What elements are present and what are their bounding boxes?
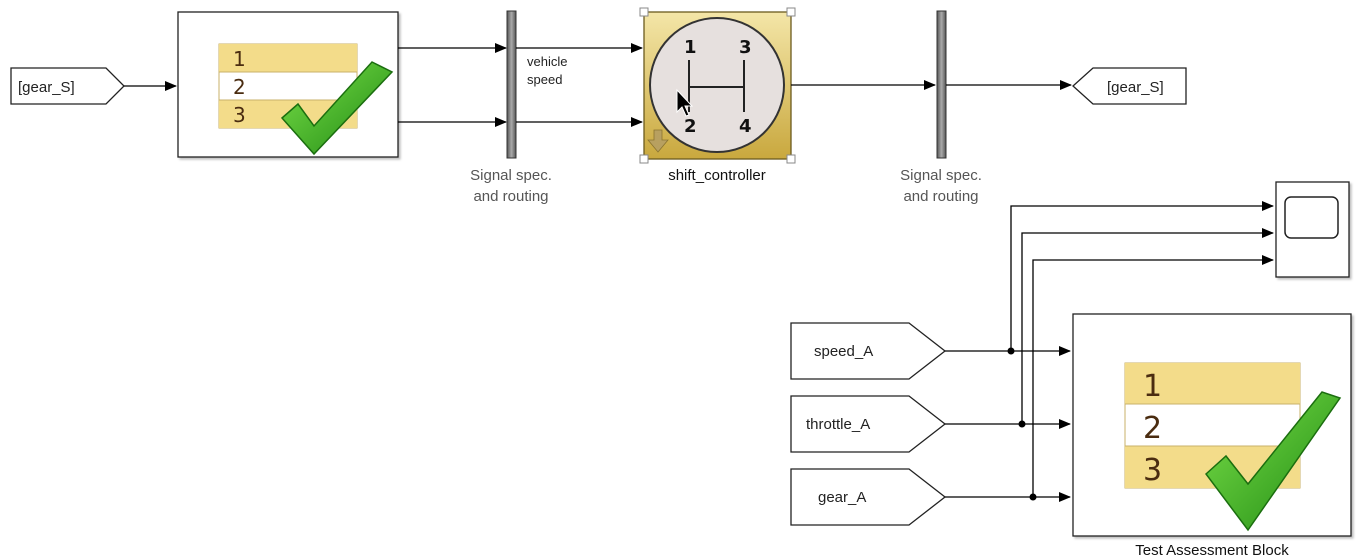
inport-label: gear_A: [818, 489, 866, 506]
shift-controller-block[interactable]: 1 3 2 4: [639, 7, 796, 164]
inport-throttle-a[interactable]: throttle_A: [790, 395, 947, 453]
gear-label: 1: [684, 37, 697, 58]
scope-screen-icon: [1284, 196, 1339, 239]
branch-point: [1018, 420, 1026, 428]
inport-gear-a[interactable]: gear_A: [790, 468, 947, 526]
gear-shift-knob-icon: [649, 17, 785, 153]
branch-point: [1029, 493, 1037, 501]
selection-handle[interactable]: [639, 7, 649, 17]
mouse-cursor-icon: [676, 88, 694, 117]
signal-label-vehicle-speed: speed: [527, 72, 562, 87]
verify-row-1: [219, 44, 357, 72]
test-assessment-block[interactable]: 1 2 3: [1072, 313, 1352, 537]
wire-gear-to-scope: [1032, 255, 1274, 497]
verify-row-label: 3: [233, 103, 246, 127]
signal-spec-routing-left[interactable]: [506, 10, 517, 159]
from-tag-label: [gear_S]: [1107, 79, 1164, 96]
scope-block[interactable]: [1275, 181, 1350, 278]
demux-right-caption: and routing: [903, 188, 978, 205]
verification-block-small[interactable]: 1 2 3: [177, 11, 399, 158]
shift-controller-caption: shift_controller: [668, 167, 766, 184]
verify-row-label: 1: [233, 47, 246, 71]
signal-label-vehicle-speed: vehicle: [527, 54, 567, 69]
demux-left-caption: and routing: [473, 188, 548, 205]
selection-handle[interactable]: [786, 154, 796, 164]
goto-tag-gear-s[interactable]: [gear_S]: [10, 67, 125, 105]
assessment-row-1: [1125, 363, 1300, 404]
gear-label: 2: [684, 116, 697, 137]
goto-tag-label: [gear_S]: [18, 79, 75, 96]
demux-right-caption: Signal spec.: [900, 167, 982, 184]
check-mark-icon: [1204, 391, 1342, 532]
check-mark-icon: [280, 61, 394, 156]
from-tag-gear-s[interactable]: [gear_S]: [1072, 67, 1187, 105]
assessment-row-label: 2: [1143, 411, 1162, 446]
assessment-row-label: 1: [1143, 369, 1162, 404]
down-arrow-icon[interactable]: [647, 129, 669, 153]
gear-label: 4: [739, 116, 752, 137]
wire-throttle-to-scope: [1021, 228, 1274, 424]
signal-spec-routing-right[interactable]: [936, 10, 947, 159]
test-assessment-caption: Test Assessment Block: [1135, 542, 1289, 559]
branch-point: [1007, 347, 1015, 355]
gear-label: 3: [739, 37, 752, 58]
selection-handle[interactable]: [786, 7, 796, 17]
demux-left-caption: Signal spec.: [470, 167, 552, 184]
verify-row-label: 2: [233, 75, 246, 99]
inport-label: speed_A: [814, 343, 873, 360]
inport-speed-a[interactable]: speed_A: [790, 322, 947, 380]
wire-speed-to-scope: [1010, 201, 1274, 351]
inport-label: throttle_A: [806, 416, 870, 433]
assessment-row-label: 3: [1143, 453, 1162, 488]
selection-handle[interactable]: [639, 154, 649, 164]
